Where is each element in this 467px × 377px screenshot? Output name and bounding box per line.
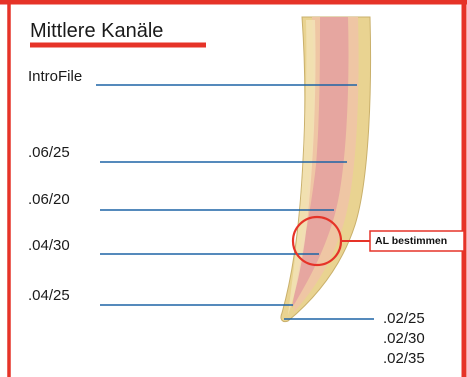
file-label-04-25: .04/25 — [28, 288, 70, 303]
apical-file-label-3: .02/35 — [383, 351, 425, 366]
file-label-06-25: .06/25 — [28, 145, 70, 160]
tooth-root-illustration — [281, 17, 371, 322]
apical-file-label-1: .02/25 — [383, 311, 425, 326]
callout-label: AL bestimmen — [375, 236, 447, 247]
apical-file-label-2: .02/30 — [383, 331, 425, 346]
file-label-06-20: .06/20 — [28, 192, 70, 207]
page-title: Mittlere Kanäle — [30, 21, 163, 41]
file-label-04-30: .04/30 — [28, 238, 70, 253]
introfile-label: IntroFile — [28, 69, 82, 84]
